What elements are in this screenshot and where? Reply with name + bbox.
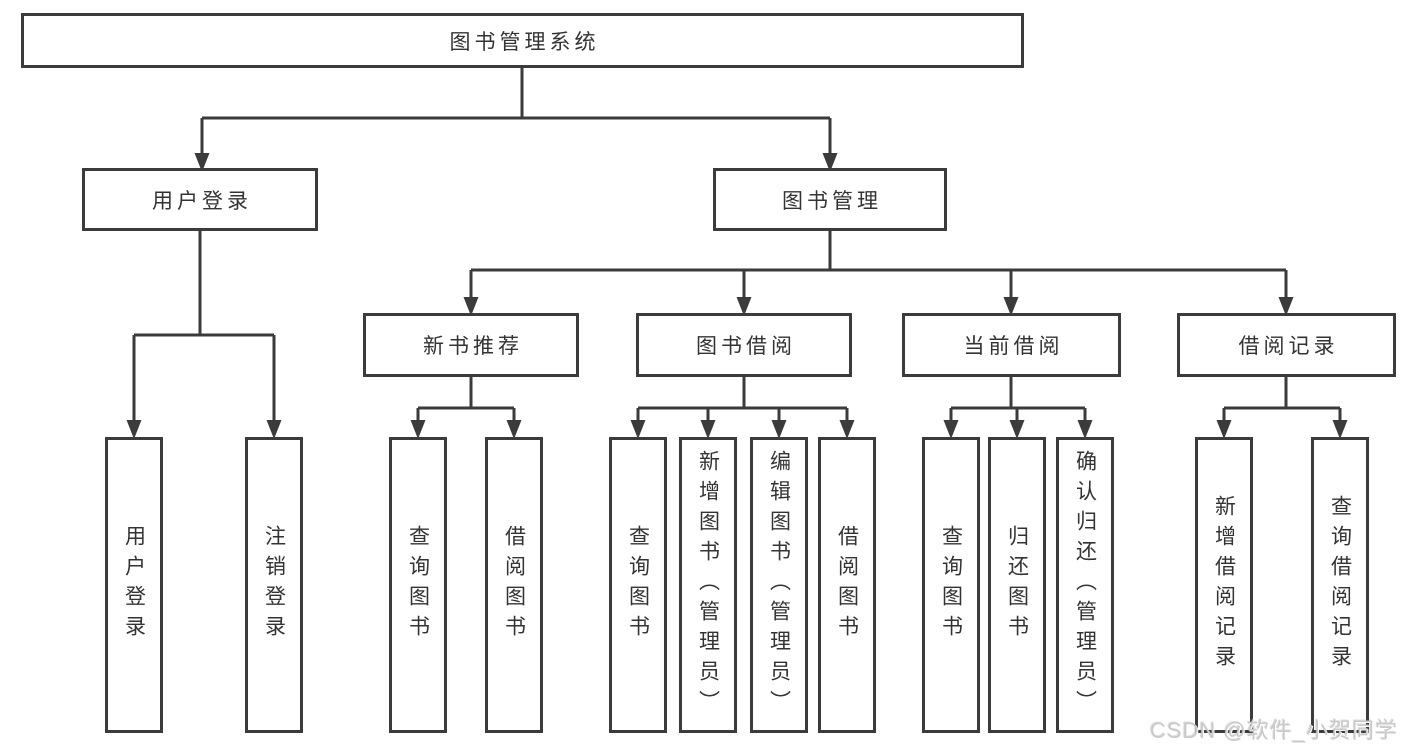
leaf-label: 查询图书 xyxy=(406,525,430,645)
node-book-management: 图书管理 xyxy=(713,168,947,231)
leaf-label: 归还图书 xyxy=(1005,525,1029,645)
leaf-logout: 注销登录 xyxy=(245,437,303,733)
leaf-add-books-admin: 新增图书（管理员） xyxy=(679,437,737,733)
node-book-borrow: 图书借阅 xyxy=(636,313,852,377)
leaf-label: 借阅图书 xyxy=(835,525,859,645)
leaf-confirm-return-admin: 确认归还（管理员） xyxy=(1056,437,1114,733)
leaf-label: 借阅图书 xyxy=(502,525,526,645)
node-current-borrow: 当前借阅 xyxy=(902,313,1121,377)
node-new-book-recommend: 新书推荐 xyxy=(363,313,579,377)
node-user-login: 用户登录 xyxy=(82,168,318,231)
leaf-label: 新增图书（管理员） xyxy=(696,450,720,720)
leaf-return-books: 归还图书 xyxy=(988,437,1046,733)
leaf-borrow-books: 借阅图书 xyxy=(818,437,876,733)
leaf-current-query-books: 查询图书 xyxy=(922,437,980,733)
leaf-add-borrow-record: 新增借阅记录 xyxy=(1195,437,1253,733)
node-borrow-records: 借阅记录 xyxy=(1177,313,1396,377)
leaf-recommend-query-books: 查询图书 xyxy=(389,437,447,733)
leaf-edit-books-admin: 编辑图书（管理员） xyxy=(750,437,808,733)
leaf-label: 确认归还（管理员） xyxy=(1073,450,1097,720)
leaf-label: 注销登录 xyxy=(262,525,286,645)
leaf-label: 用户登录 xyxy=(122,525,146,645)
leaf-label: 查询图书 xyxy=(626,525,650,645)
leaf-label: 查询图书 xyxy=(939,525,963,645)
leaf-borrow-query-books: 查询图书 xyxy=(609,437,667,733)
csdn-watermark: CSDN @软件_小贺同学 xyxy=(1149,718,1398,743)
leaf-query-borrow-record: 查询借阅记录 xyxy=(1311,437,1369,733)
leaf-label: 新增借阅记录 xyxy=(1212,495,1236,675)
leaf-label: 编辑图书（管理员） xyxy=(767,450,791,720)
arrowheads xyxy=(126,153,1348,439)
leaf-label: 查询借阅记录 xyxy=(1328,495,1352,675)
leaf-user-login: 用户登录 xyxy=(105,437,163,733)
node-library-management-system: 图书管理系统 xyxy=(21,13,1024,68)
leaf-recommend-borrow-books: 借阅图书 xyxy=(485,437,543,733)
